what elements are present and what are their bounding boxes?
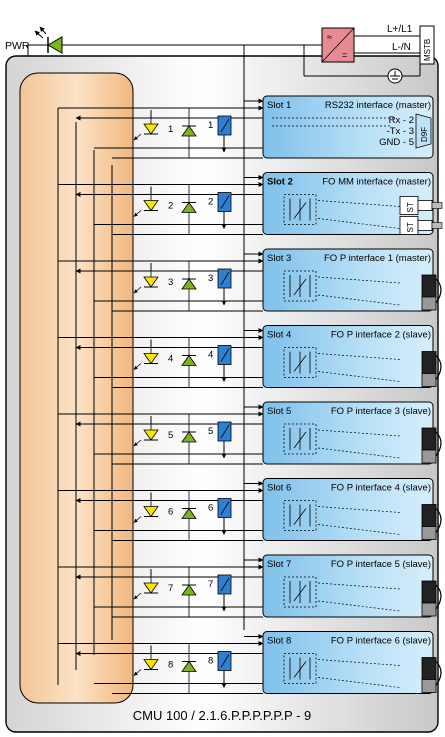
relay-number: 1	[208, 120, 213, 131]
optocoupler-icon	[283, 500, 317, 531]
power-supply-icon: ≈ =	[321, 27, 355, 63]
supply-terminal-label: MSTB	[423, 39, 432, 61]
interface-card-1	[262, 95, 434, 159]
relay-number: 2	[208, 197, 213, 208]
slot-label: Slot 4	[267, 330, 291, 341]
relay-icon	[217, 421, 232, 442]
status-led-green-icon	[181, 645, 197, 686]
slot-label: Slot 3	[267, 253, 291, 264]
st-port-label: ST	[406, 202, 415, 212]
slot-title: FO P interface 1 (master)	[324, 253, 431, 264]
status-led-green-icon	[181, 110, 197, 150]
slot-label: Slot 8	[267, 636, 291, 647]
slot-title: FO P interface 4 (slave)	[331, 483, 431, 494]
relay-number: 8	[208, 656, 213, 667]
supply-l1-label: L+/L1	[387, 24, 413, 35]
optocoupler-icon	[283, 270, 317, 302]
slot-title: FO P interface 6 (slave)	[331, 636, 431, 647]
fiber-connector-icon	[421, 580, 437, 604]
slot-title: FO P interface 2 (slave)	[331, 330, 431, 341]
led-number: 4	[168, 354, 173, 365]
fiber-connector-icon	[421, 504, 437, 527]
status-led-green-icon	[181, 263, 197, 303]
pwr-label: PWR	[5, 40, 30, 52]
status-led-green-icon	[181, 416, 197, 456]
optocoupler-icon	[283, 347, 317, 378]
fiber-connector-icon	[421, 427, 437, 451]
relay-icon	[217, 651, 232, 671]
slot-label: Slot 2	[267, 177, 293, 188]
pwr-led-icon	[34, 26, 63, 54]
status-led-yellow-icon	[133, 186, 159, 217]
relay-icon	[217, 345, 232, 365]
slot-label: Slot 6	[267, 483, 291, 494]
st-port-label: ST	[406, 222, 415, 232]
led-number: 6	[168, 507, 173, 518]
status-led-green-icon	[181, 186, 197, 227]
rs232-pin-label: -Tx - 3	[387, 126, 414, 137]
status-led-green-icon	[181, 492, 197, 533]
slot-title: FO MM interface (master)	[322, 177, 431, 188]
fiber-connector-icon	[421, 351, 437, 374]
relay-icon	[217, 498, 232, 518]
slot-title: RS232 interface (master)	[325, 100, 431, 111]
rs232-pin-label: GND - 5	[379, 137, 414, 148]
d9f-connector-icon	[415, 113, 432, 149]
slot-row-1: Slot 1 RS232 interface (master) 1 1 Rx - 2-T…	[58, 95, 434, 159]
slot-row-3: Slot 3 FO P interface 1 (master) 3 3	[58, 248, 442, 312]
relay-number: 7	[208, 579, 213, 590]
status-led-yellow-icon	[133, 416, 159, 447]
relay-icon	[217, 115, 232, 136]
relay-icon	[217, 268, 232, 289]
status-led-yellow-icon	[133, 569, 159, 600]
supply-n-label: L-/N	[392, 42, 411, 53]
slot-row-7: Slot 7 FO P interface 5 (slave) 7 7	[58, 554, 442, 618]
slot-row-6: Slot 6 FO P interface 4 (slave) 6 6	[58, 478, 442, 541]
led-number: 5	[168, 430, 173, 441]
led-number: 7	[168, 583, 173, 594]
svg-text:≈: ≈	[327, 32, 332, 42]
slot-row-4: Slot 4 FO P interface 2 (slave) 4 4	[58, 325, 442, 388]
slot-label: Slot 7	[267, 559, 291, 570]
optocoupler-icon	[283, 653, 317, 684]
optocoupler-icon	[283, 576, 317, 608]
led-number: 3	[168, 277, 173, 288]
relay-icon	[217, 192, 232, 212]
optocoupler-icon	[283, 194, 317, 225]
slot-title: FO P interface 3 (slave)	[331, 406, 431, 417]
relay-number: 5	[208, 426, 213, 437]
slot-row-8: Slot 8 FO P interface 6 (slave) 8 8	[58, 631, 442, 694]
status-led-green-icon	[181, 339, 197, 380]
supply-terminal	[419, 25, 435, 65]
relay-number: 4	[208, 350, 213, 361]
device-model-label: CMU 100 / 2.1.6.P.P.P.P.P.P - 9	[133, 708, 312, 723]
relay-icon	[217, 574, 232, 595]
status-led-yellow-icon	[133, 263, 159, 294]
slot-row-5: Slot 5 FO P interface 3 (slave) 5 5	[58, 401, 442, 465]
status-led-green-icon	[181, 569, 197, 609]
slot-label: Slot 5	[267, 406, 291, 417]
fiber-connector-icon	[421, 657, 437, 680]
relay-number: 3	[208, 273, 213, 284]
slot-label: Slot 1	[267, 100, 291, 111]
relay-number: 6	[208, 503, 213, 514]
led-number: 2	[168, 201, 173, 212]
svg-text:=: =	[342, 50, 347, 60]
led-number: 1	[168, 124, 173, 135]
led-number: 8	[168, 660, 173, 671]
fiber-connector-icon	[421, 274, 437, 298]
earth-ground-icon	[387, 68, 403, 84]
rs232-pin-label: Rx - 2	[389, 115, 414, 126]
slot-title: FO P interface 5 (slave)	[331, 559, 431, 570]
optocoupler-icon	[283, 423, 317, 455]
d9f-connector-label: D9F	[420, 127, 429, 142]
